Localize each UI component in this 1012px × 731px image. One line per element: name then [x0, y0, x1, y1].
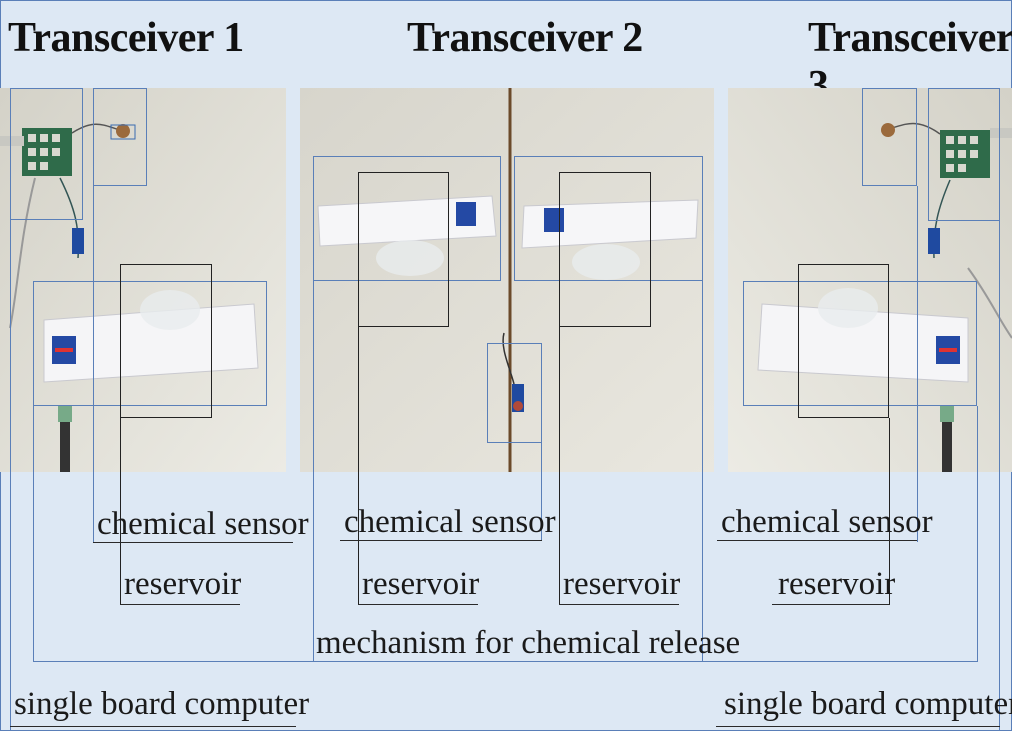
- leader-sbc-1: [10, 220, 11, 730]
- reservoir-box-2b: [559, 172, 651, 327]
- leader-mech-3: [977, 406, 978, 662]
- leader-chem-2: [541, 443, 542, 541]
- device-box-2a: [313, 156, 501, 281]
- device-box-1: [33, 281, 267, 406]
- label-chemical-sensor-2: chemical sensor: [344, 504, 556, 540]
- leader-mech-2b: [702, 281, 703, 661]
- label-mechanism: mechanism for chemical release: [316, 625, 741, 661]
- leader-chem-1: [93, 186, 94, 542]
- sbc-box-1: [10, 88, 83, 220]
- photo-3-illustration: [728, 88, 1012, 472]
- leader-chem-3: [917, 186, 918, 542]
- reservoir-box-1: [120, 264, 212, 418]
- underline-chem-2: [340, 540, 542, 541]
- sensor-box-2: [487, 343, 542, 443]
- label-reservoir-3: reservoir: [778, 566, 896, 602]
- leader-res-2b: [559, 327, 560, 604]
- device-box-3: [743, 281, 977, 406]
- underline-chem-1: [93, 542, 293, 543]
- photo-transceiver-1: [0, 88, 286, 472]
- label-chemical-sensor-3: chemical sensor: [721, 504, 933, 540]
- title-transceiver-2: Transceiver 2: [407, 15, 643, 61]
- title-transceiver-1: Transceiver 1: [8, 15, 244, 61]
- label-reservoir-2a: reservoir: [362, 566, 480, 602]
- device-box-2b: [514, 156, 703, 281]
- underline-res-1: [120, 604, 240, 605]
- leader-res-1: [120, 418, 121, 604]
- underline-res-2a: [358, 604, 478, 605]
- label-chemical-sensor-1: chemical sensor: [97, 506, 309, 542]
- underline-res-2b: [559, 604, 679, 605]
- reservoir-box-3: [798, 264, 889, 418]
- leader-res-3: [889, 418, 890, 604]
- leader-mech-2a: [313, 281, 314, 661]
- underline-sbc-1: [10, 726, 296, 727]
- label-reservoir-2b: reservoir: [563, 566, 681, 602]
- label-reservoir-1: reservoir: [124, 566, 242, 602]
- leader-res-2a: [358, 327, 359, 604]
- label-sbc-3: single board computer: [724, 686, 1012, 722]
- mech-connector-line: [33, 661, 978, 662]
- photo-transceiver-3: [728, 88, 1012, 472]
- underline-chem-3: [717, 540, 917, 541]
- sbc-box-3: [928, 88, 1000, 221]
- leader-sbc-3: [999, 221, 1000, 730]
- photo-1-illustration: [0, 88, 286, 472]
- leader-mech-1: [33, 406, 34, 662]
- label-sbc-1: single board computer: [14, 686, 310, 722]
- sensor-box-3: [862, 88, 917, 186]
- underline-sbc-3: [716, 726, 1000, 727]
- underline-res-3: [772, 604, 890, 605]
- reservoir-box-2a: [358, 172, 449, 327]
- sensor-box-1: [93, 88, 147, 186]
